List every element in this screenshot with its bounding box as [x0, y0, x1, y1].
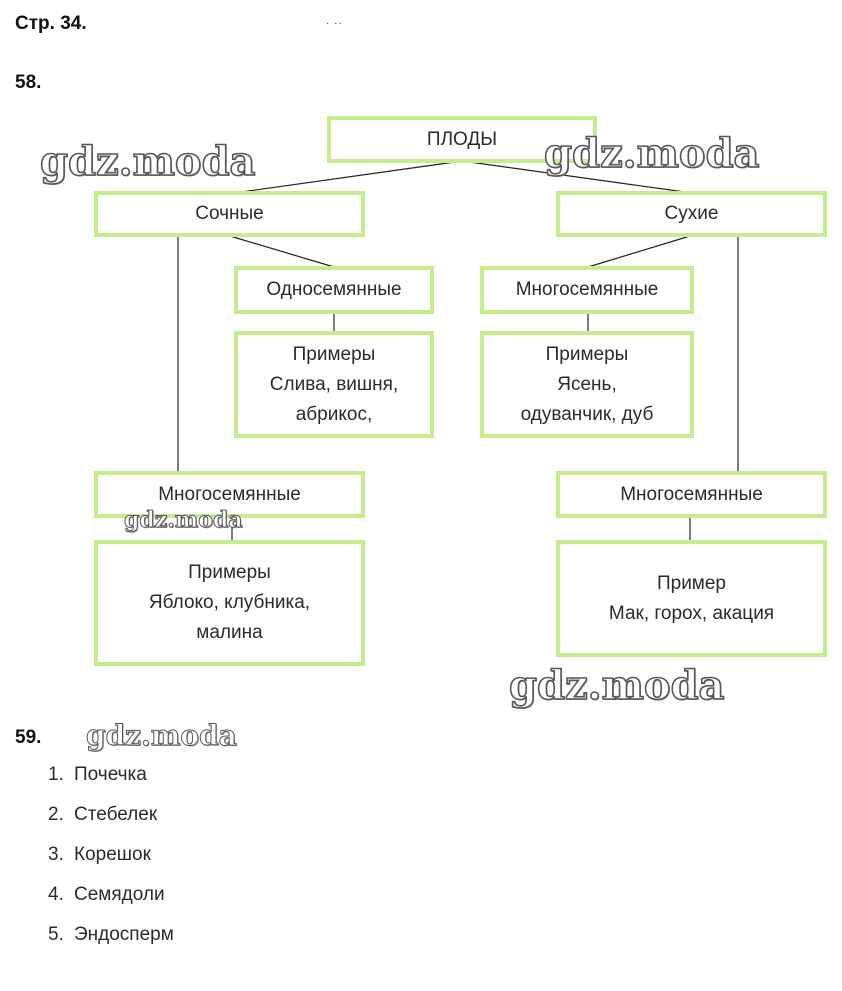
juicy-box: Сочные — [94, 191, 365, 237]
juicy-multi-examples-heading: Примеры — [188, 562, 271, 583]
dry-multi-a-examples-box: Примеры Ясень, одуванчик, дуб — [480, 331, 694, 438]
list-item-number: 3. — [48, 844, 64, 865]
dry-multi-b-examples-heading: Пример — [656, 572, 727, 594]
list-item: 1. Почечка — [48, 762, 174, 802]
list-item: 3. Корешок — [48, 842, 174, 882]
answer-list: 1. Почечка 2. Стебелек 3. Корешок 4. Семядол… — [48, 762, 174, 962]
list-item-text: Почечка — [74, 764, 147, 785]
list-item-text: Эндосперм — [74, 924, 174, 945]
list-item-number: 5. — [48, 924, 64, 945]
list-item-number: 1. — [48, 764, 64, 785]
watermark-logo: gdz.moda — [86, 719, 238, 753]
connector-dry-multi-a — [587, 235, 691, 268]
dry-multi-b-examples-line1: Мак, горох, акация — [608, 602, 775, 624]
root-fruits-box: ПЛОДЫ — [327, 116, 597, 163]
scan-marks: · ·· — [326, 18, 343, 29]
juicy-single-examples-box: Примеры Слива, вишня, абрикос, — [234, 331, 434, 438]
dry-multi-a-examples-line2: одуванчик, дуб — [520, 403, 654, 425]
juicy-single-seeded-label: Односемянные — [266, 279, 402, 300]
page-title: Стр. 34. — [15, 13, 87, 34]
list-item: 2. Стебелек — [48, 802, 174, 842]
dry-multi-seeded-a-box: Многосемянные — [480, 266, 694, 314]
connector-root-juicy — [233, 160, 463, 194]
dry-multi-b-examples-box: Пример Мак, горох, акация — [556, 540, 827, 657]
task-58-number: 58. — [15, 72, 42, 93]
juicy-single-examples-line1: Слива, вишня, — [269, 373, 399, 395]
juicy-single-examples-line2: абрикос, — [295, 403, 373, 425]
dry-multi-seeded-b-box: Многосемянные — [556, 471, 827, 518]
connector-juicy-single — [229, 235, 335, 268]
dry-multi-seeded-b-label: Многосемянные — [620, 483, 763, 505]
list-item-text: Корешок — [74, 844, 151, 865]
root-fruits-label: ПЛОДЫ — [426, 128, 498, 150]
juicy-label: Сочные — [195, 203, 264, 224]
list-item-number: 4. — [48, 884, 64, 905]
dry-label: Сухие — [664, 203, 719, 224]
juicy-single-seeded-box: Односемянные — [234, 266, 434, 314]
list-item-number: 2. — [48, 804, 64, 825]
task-59-number: 59. — [15, 727, 42, 748]
list-item: 4. Семядоли — [48, 882, 174, 922]
juicy-multi-examples-line2: малина — [196, 622, 263, 643]
juicy-single-examples-heading: Примеры — [292, 343, 376, 365]
watermark-logo: gdz.moda — [39, 137, 256, 186]
list-item-text: Стебелек — [74, 804, 158, 825]
watermark-logo: gdz.moda — [124, 507, 244, 534]
dry-box: Сухие — [556, 191, 827, 237]
dry-multi-a-examples-line1: Ясень, — [557, 373, 617, 395]
list-item-text: Семядоли — [74, 884, 165, 905]
list-item: 5. Эндосперм — [48, 922, 174, 962]
dry-multi-a-examples-heading: Примеры — [545, 343, 629, 365]
juicy-multi-seeded-label: Многосемянные — [158, 483, 301, 505]
juicy-multi-examples-line1: Яблоко, клубника, — [148, 592, 311, 613]
juicy-multi-examples-box: Примеры Яблоко, клубника, малина — [94, 540, 365, 666]
watermark-logo: gdz.moda — [508, 661, 725, 710]
dry-multi-seeded-a-label: Многосемянные — [515, 279, 659, 300]
watermark-logo: gdz.moda — [543, 129, 760, 178]
juicy-multi-seeded-box: Многосемянные — [94, 471, 365, 518]
